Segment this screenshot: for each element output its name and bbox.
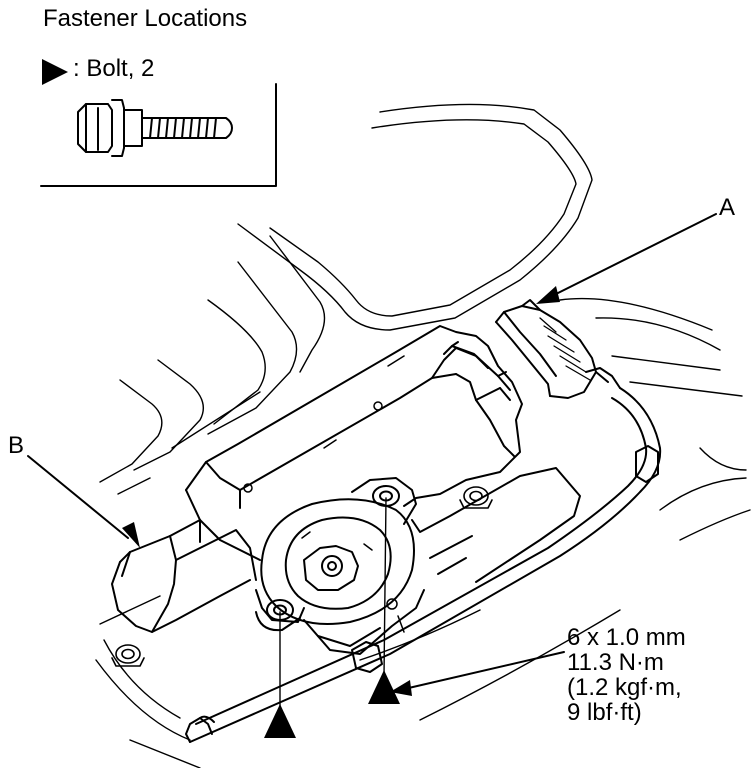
legend-box	[40, 83, 277, 187]
bolt-marker-icon	[368, 670, 400, 704]
leader-arrowheads	[122, 286, 560, 696]
mounting-plate	[255, 467, 581, 655]
bolt-location-markers	[264, 670, 400, 738]
unit-connector-port	[443, 341, 511, 391]
control-unit-b	[111, 519, 257, 633]
arrowhead-b	[122, 522, 140, 548]
floor-bolt-heads	[111, 486, 493, 667]
wire-harness	[185, 387, 662, 743]
leader-line-b	[27, 455, 129, 539]
sensor-bracket	[185, 325, 523, 561]
bolt-torque-kgfm: (1.2 kgf·m,	[567, 674, 682, 701]
bolt-spec-callout: 6 x 1.0 mm 11.3 N·m (1.2 kgf·m, 9 lbf·ft…	[567, 625, 686, 725]
bolt-marker-icon	[264, 704, 296, 738]
arrowhead-a	[536, 286, 560, 304]
arrowhead-spec	[390, 680, 412, 696]
leader-line-spec	[399, 651, 565, 691]
floor-panel-outline	[95, 103, 751, 768]
bolt-center-line-2	[383, 497, 387, 677]
callout-label-a: A	[719, 194, 736, 221]
filled-triangle-arrow-icon	[42, 59, 68, 85]
bolt-icon	[77, 99, 233, 157]
motor-assembly	[260, 498, 415, 625]
bolt-size: 6 x 1.0 mm	[567, 624, 686, 651]
leader-lines	[27, 213, 717, 713]
harness-connector-a	[495, 299, 621, 399]
bolt-torque-nm: 11.3 N·m	[567, 649, 664, 676]
legend-text: : Bolt, 2	[73, 55, 155, 82]
bolt-torque-lbfft: 9 lbf·ft)	[567, 699, 642, 726]
page-title: Fastener Locations	[43, 5, 248, 32]
callout-label-b: B	[8, 432, 25, 459]
leader-line-a	[547, 213, 717, 299]
